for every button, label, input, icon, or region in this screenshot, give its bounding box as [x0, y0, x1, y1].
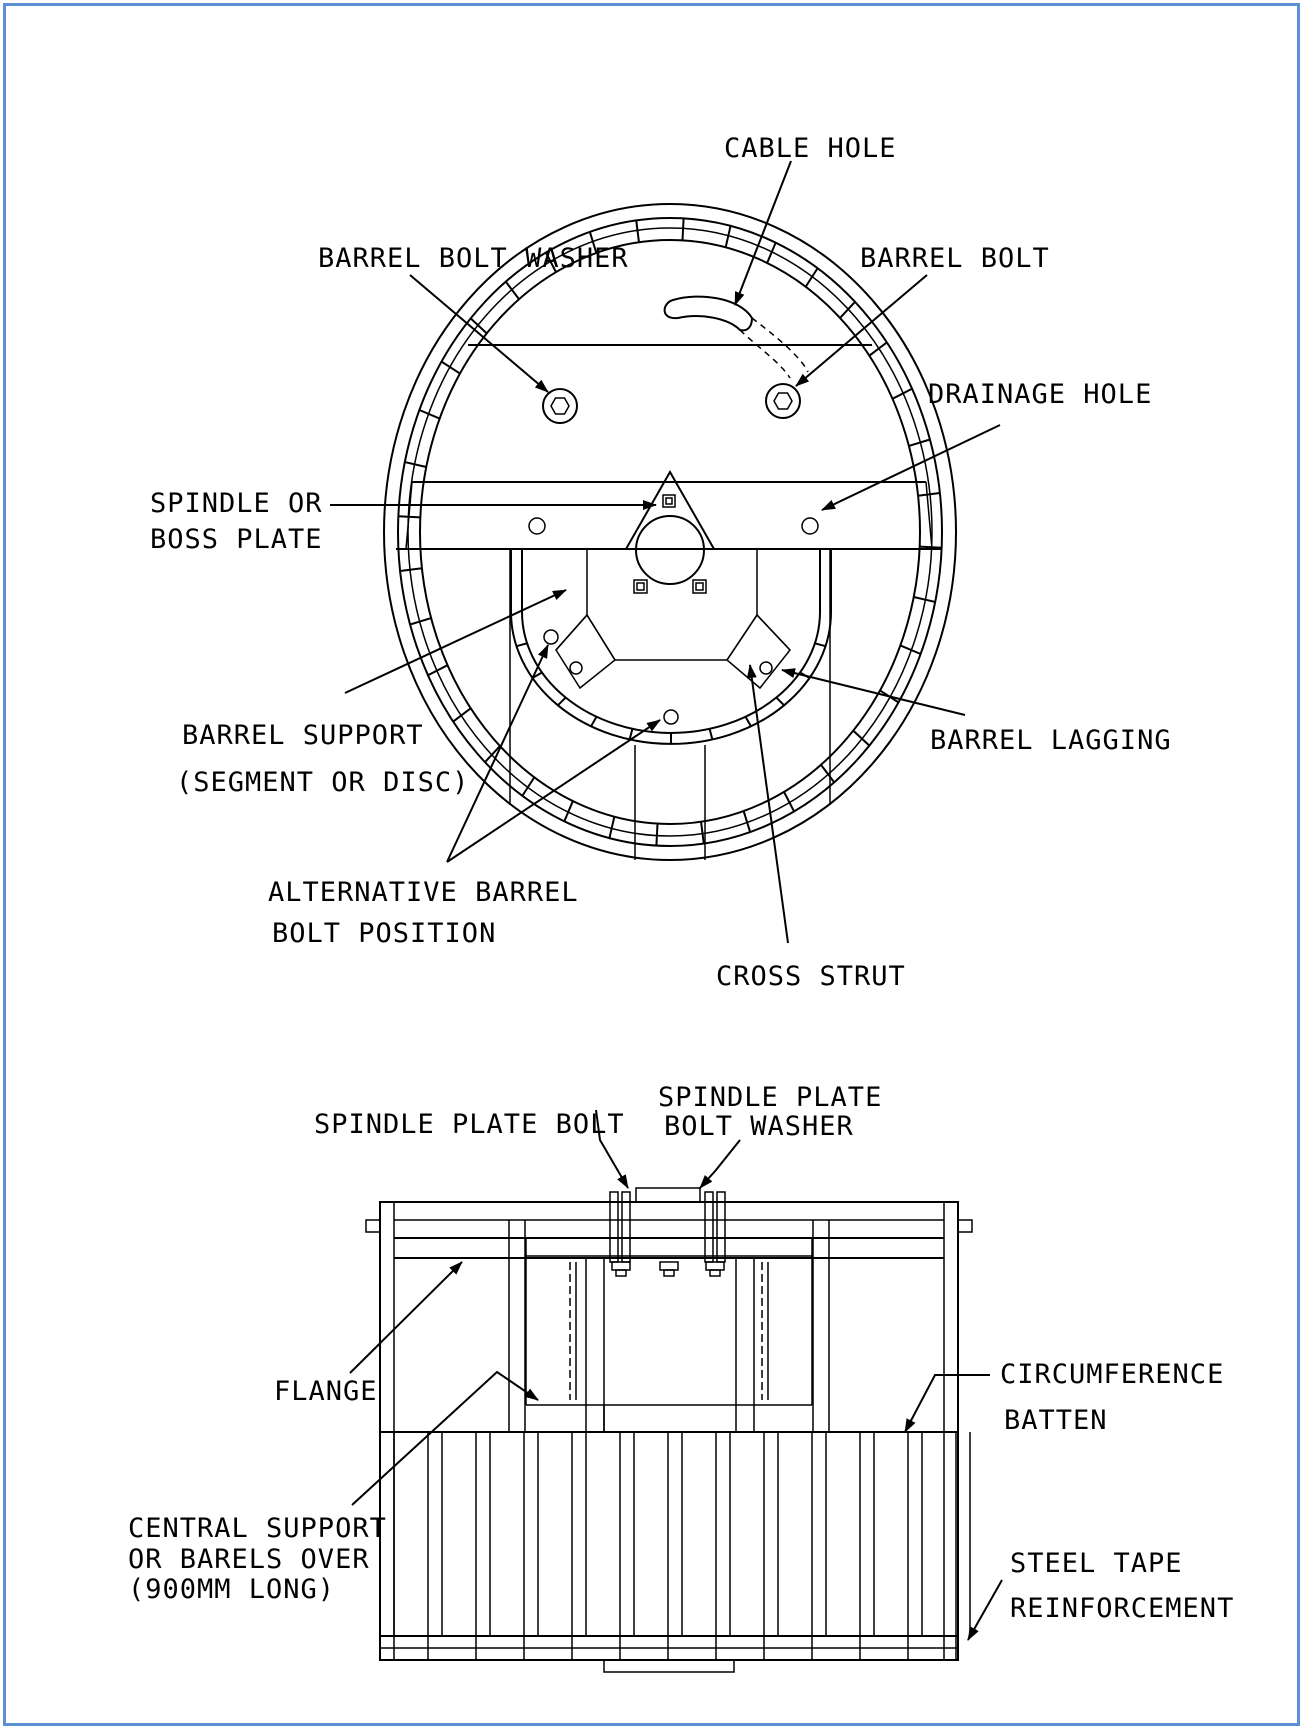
circumference-battens [379, 1432, 971, 1660]
barrel-lagging-inner [521, 549, 821, 734]
label-barrel-bolt: BARREL BOLT [860, 243, 1050, 274]
spindle-plate [624, 469, 716, 550]
drum-end-view [330, 160, 1001, 944]
drum-side-view [349, 1109, 1003, 1673]
label-flange: FLANGE [274, 1376, 378, 1407]
label-drainage-hole: DRAINAGE HOLE [928, 379, 1152, 410]
cable-hole [663, 295, 754, 332]
spindle-plate-top [635, 1187, 701, 1203]
spindle-hole [635, 515, 705, 585]
label-alt-bolt-2: BOLT POSITION [272, 918, 496, 949]
cross-strut-right [726, 613, 791, 690]
barrel-bolt-washer [542, 388, 578, 424]
flange-ring-2 [397, 217, 943, 847]
drainage-hole-left [528, 517, 546, 535]
label-barrel-support-2: (SEGMENT OR DISC) [176, 767, 469, 798]
label-barrel-bolt-washer: BARREL BOLT WASHER [318, 243, 629, 274]
label-cross-strut: CROSS STRUT [716, 961, 906, 992]
label-spindle-washer-1: SPINDLE PLATE [658, 1082, 882, 1113]
alt-bolt-hole-left [543, 629, 559, 645]
label-steel-tape-2: REINFORCEMENT [1010, 1593, 1234, 1624]
label-barrel-lagging: BARREL LAGGING [930, 725, 1172, 756]
alt-bolt-hole-bottom [663, 709, 679, 725]
label-alt-bolt-1: ALTERNATIVE BARREL [268, 877, 579, 908]
cross-strut-left [555, 613, 616, 690]
label-spindle-plate-bolt: SPINDLE PLATE BOLT [314, 1109, 625, 1140]
flange-ticks [398, 218, 942, 846]
label-cable-hole: CABLE HOLE [724, 133, 897, 164]
label-steel-tape-1: STEEL TAPE [1010, 1548, 1183, 1579]
label-central-3: (900MM LONG) [128, 1574, 335, 1605]
label-circumference-1: CIRCUMFERENCE [1000, 1359, 1224, 1390]
label-barrel-support-1: BARREL SUPPORT [182, 720, 424, 751]
barrel-bolt [765, 383, 801, 419]
label-central-1: CENTRAL SUPPORT [128, 1513, 387, 1544]
flange-outer-ring [383, 203, 957, 861]
label-spindle-2: BOSS PLATE [150, 524, 323, 555]
flange-inner-ring [419, 239, 921, 825]
label-central-2: OR BARELS OVER [128, 1544, 370, 1575]
label-spindle-1: SPINDLE OR [150, 488, 323, 519]
drainage-hole-right [801, 517, 819, 535]
label-circumference-2: BATTEN [1004, 1405, 1108, 1436]
barrel-support [586, 549, 758, 661]
drawing-border [3, 3, 1300, 1726]
label-spindle-washer-2: BOLT WASHER [664, 1111, 854, 1142]
